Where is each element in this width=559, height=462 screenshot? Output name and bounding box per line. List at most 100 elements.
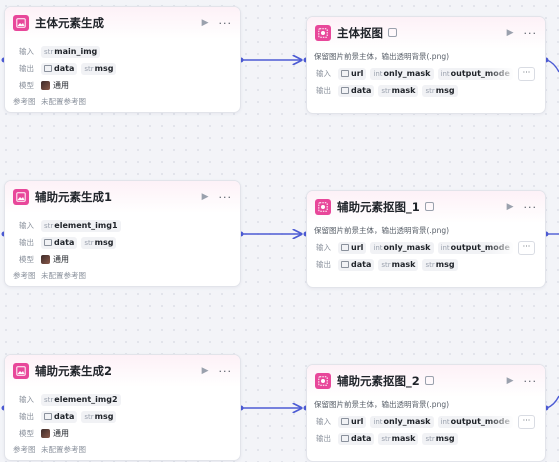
node-description: 保留图片前景主体，输出透明背景(.png) <box>314 226 450 235</box>
image-generate-icon <box>13 189 29 205</box>
run-icon[interactable]: ▶ <box>506 28 514 38</box>
reference-value[interactable]: 未配置参考图 <box>41 445 86 454</box>
input-param[interactable]: url <box>338 67 367 80</box>
run-icon[interactable]: ▶ <box>506 376 514 386</box>
image-type-icon <box>341 87 349 94</box>
more-menu-icon[interactable]: ··· <box>218 364 232 378</box>
more-menu-icon[interactable]: ··· <box>523 374 537 388</box>
model-row: 模型 通用 <box>5 425 240 442</box>
output-label: 输出 <box>316 434 331 443</box>
edge-out-main[interactable] <box>546 59 559 73</box>
input-param[interactable]: url <box>338 241 367 254</box>
more-menu-icon[interactable]: ··· <box>523 26 537 40</box>
node-header[interactable]: 主体抠图 ▶ ··· <box>307 17 545 49</box>
input-param[interactable]: url <box>338 415 367 428</box>
more-params-button[interactable]: ··· <box>518 414 535 429</box>
cutout-icon <box>315 199 331 215</box>
run-icon[interactable]: ▶ <box>201 18 209 28</box>
output-label: 输出 <box>19 64 34 73</box>
info-tag-icon[interactable] <box>424 375 434 385</box>
more-menu-icon[interactable]: ··· <box>218 190 232 204</box>
reference-value[interactable]: 未配置参考图 <box>41 97 86 106</box>
node-description: 保留图片前景主体，输出透明背景(.png) <box>314 400 450 409</box>
overflow-fade <box>487 415 517 428</box>
reference-value[interactable]: 未配置参考图 <box>41 271 86 280</box>
output-param[interactable]: data <box>338 258 375 271</box>
output-param[interactable]: data <box>338 432 375 445</box>
image-generate-icon <box>13 363 29 379</box>
model-label: 模型 <box>19 81 34 90</box>
model-name[interactable]: 通用 <box>53 81 69 90</box>
reference-label: 参考图 <box>13 271 36 280</box>
input-label: 输入 <box>19 221 34 230</box>
node-header[interactable]: 辅助元素抠图_1 ▶ ··· <box>307 191 545 223</box>
model-avatar <box>41 255 50 264</box>
model-avatar <box>41 81 50 90</box>
reference-label: 参考图 <box>13 445 36 454</box>
node-aux-cutout-1[interactable]: 辅助元素抠图_1 ▶ ··· 保留图片前景主体，输出透明背景(.png) 输入 … <box>306 190 546 288</box>
node-main-cutout[interactable]: 主体抠图 ▶ ··· 保留图片前景主体，输出透明背景(.png) 输入 url … <box>306 16 546 114</box>
input-label: 输入 <box>316 243 331 252</box>
model-name[interactable]: 通用 <box>53 429 69 438</box>
image-type-icon <box>341 244 349 251</box>
output-param[interactable]: data <box>338 84 375 97</box>
run-icon[interactable]: ▶ <box>201 366 209 376</box>
more-menu-icon[interactable]: ··· <box>523 200 537 214</box>
output-param[interactable]: data <box>41 62 78 75</box>
node-aux-cutout-2[interactable]: 辅助元素抠图_2 ▶ ··· 保留图片前景主体，输出透明背景(.png) 输入 … <box>306 364 546 462</box>
more-params-button[interactable]: ··· <box>518 240 535 255</box>
input-label: 输入 <box>19 47 34 56</box>
model-name[interactable]: 通用 <box>53 255 69 264</box>
more-params-button[interactable]: ··· <box>518 66 535 81</box>
reference-row: 参考图 未配置参考图 <box>5 442 240 457</box>
node-title: 辅助元素抠图_1 <box>337 200 420 214</box>
input-label: 输入 <box>316 417 331 426</box>
more-menu-icon[interactable]: ··· <box>218 16 232 30</box>
node-header[interactable]: 辅助元素生成2 ▶ ··· <box>5 355 240 387</box>
node-header[interactable]: 辅助元素抠图_2 ▶ ··· <box>307 365 545 397</box>
node-header[interactable]: 主体元素生成 ▶ ··· <box>5 7 240 39</box>
image-type-icon <box>44 239 52 246</box>
run-icon[interactable]: ▶ <box>506 202 514 212</box>
cutout-icon <box>315 373 331 389</box>
reference-row: 参考图 未配置参考图 <box>5 94 240 109</box>
output-label: 输出 <box>316 260 331 269</box>
image-type-icon <box>341 418 349 425</box>
output-label: 输出 <box>19 412 34 421</box>
output-param[interactable]: data <box>41 236 78 249</box>
run-icon[interactable]: ▶ <box>201 192 209 202</box>
node-header[interactable]: 辅助元素生成1 ▶ ··· <box>5 181 240 213</box>
output-param[interactable]: data <box>41 410 78 423</box>
node-title: 辅助元素生成1 <box>35 190 113 204</box>
edge-out-aux2[interactable] <box>546 395 559 409</box>
image-type-icon <box>44 65 52 72</box>
info-tag-icon[interactable] <box>388 27 397 37</box>
info-tag-icon[interactable] <box>424 201 434 211</box>
